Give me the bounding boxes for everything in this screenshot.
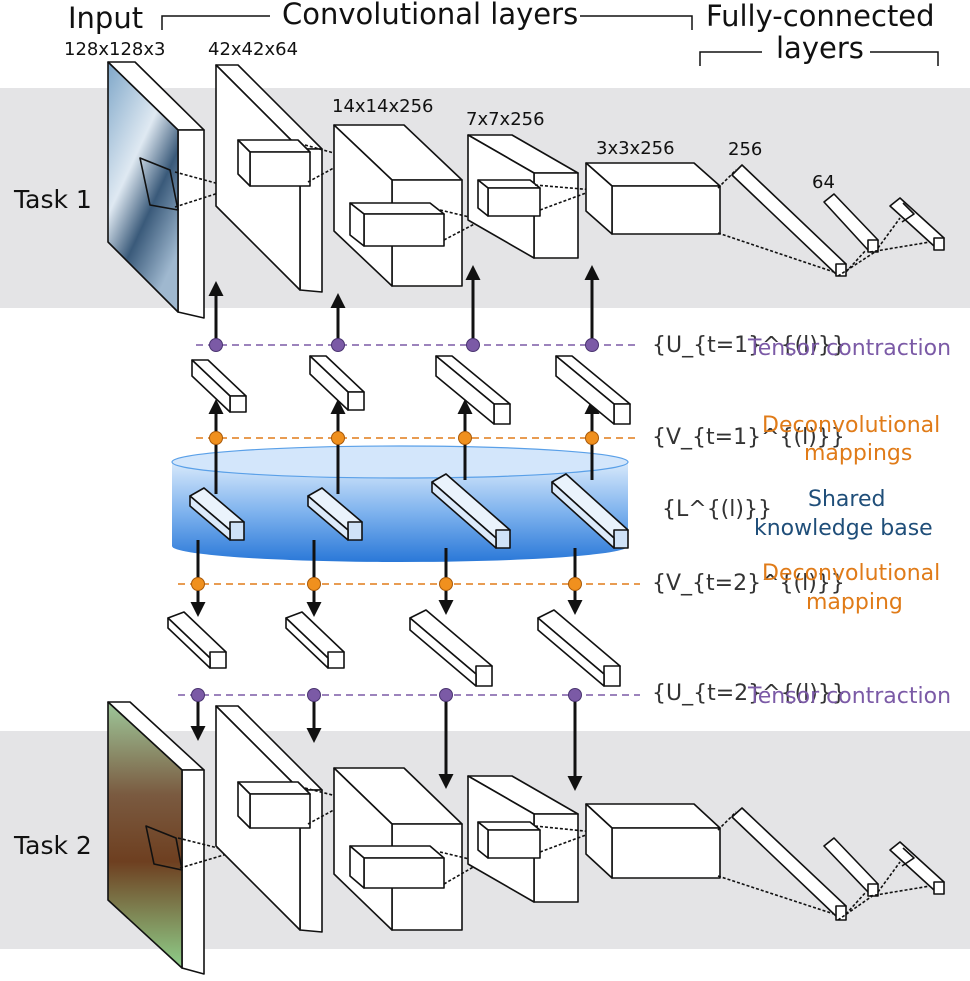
fc-bracket: [699, 51, 939, 66]
text-tensor-contraction-1: Tensor contraction: [747, 336, 951, 361]
text-tensor-contraction-2: Tensor contraction: [747, 684, 951, 709]
u2-tensor-3: [409, 609, 493, 687]
task2-fc2: [823, 837, 879, 897]
label-shared: {L^{(l)}} Shared knowledge base: [662, 487, 933, 541]
u1-tensor-2: [309, 355, 365, 411]
u1-tensor-3: [435, 355, 511, 425]
deconv-nodes-2: [191, 577, 582, 591]
task2-output-mark: [901, 847, 915, 867]
task1-output-mark: [901, 202, 915, 223]
task1-fc1: [731, 164, 847, 277]
task2-input-image: [107, 701, 235, 975]
u1-tensor-1: [191, 359, 247, 413]
label-deconv-2: {V_{t=2}^{(l)}} Deconvolutional mapping: [652, 561, 940, 615]
label-deconv-1: {V_{t=1}^{(l)}} Deconvolutional mappings: [652, 413, 940, 466]
text-shared-line1: Shared: [808, 487, 885, 512]
header-fc-line2: layers: [776, 31, 864, 65]
text-deconv-1-line2: mappings: [804, 441, 912, 466]
text-deconv-2-line2: mapping: [806, 590, 903, 615]
header-conv: Convolutional layers: [282, 0, 578, 31]
text-deconv-1-line1: Deconvolutional: [762, 413, 940, 438]
task2-label: Task 2: [13, 831, 92, 860]
task1-fc2: [823, 193, 879, 253]
task1-conv3: [467, 134, 595, 259]
task1-input-image: [107, 61, 235, 319]
deconv-nodes-1: [209, 431, 599, 445]
task2-network: [107, 701, 945, 975]
task1-conv1: [215, 64, 353, 293]
u2-tensor-2: [285, 611, 345, 669]
dim-conv1: 42x42x64: [208, 39, 298, 60]
dim-input: 128x128x3: [64, 39, 165, 60]
task2-conv3: [467, 775, 595, 903]
task1-conv4: [585, 162, 721, 235]
math-v1: {V_{t=1}^{(l)}}: [652, 425, 845, 450]
dim-fc1: 256: [728, 139, 762, 160]
tensor-nodes-1: [209, 338, 599, 352]
text-deconv-2-line1: Deconvolutional: [762, 561, 940, 586]
task2-fc1: [731, 807, 847, 921]
task2-conv1: [215, 705, 353, 933]
header-input: Input: [68, 1, 143, 35]
l-tensor-1: [189, 487, 245, 541]
label-tensor-contraction-1: {U_{t=1}^{(l)}} Tensor contraction: [652, 333, 951, 361]
l-tensor-4: [551, 473, 629, 549]
task2-conv2: [333, 767, 483, 931]
task1-output: [889, 197, 945, 251]
text-shared-line2: knowledge base: [754, 516, 933, 541]
u2-tensors: [167, 609, 621, 687]
math-u1: {U_{t=1}^{(l)}}: [652, 333, 846, 358]
task2-output: [889, 841, 945, 895]
dim-fc2: 64: [812, 172, 835, 193]
task1-conv2: [333, 124, 483, 287]
math-l: {L^{(l)}}: [662, 497, 772, 522]
u2-tensor-4: [537, 609, 621, 687]
dim-conv4: 3x3x256: [596, 138, 675, 159]
l-tensor-2: [307, 487, 363, 541]
label-tensor-contraction-2: {U_{t=2}^{(l)}} Tensor contraction: [652, 681, 951, 709]
math-u2: {U_{t=2}^{(l)}}: [652, 681, 846, 706]
tensor-nodes-2: [191, 688, 582, 702]
task2-conv4: [585, 803, 721, 879]
header-fc-line1: Fully-connected: [706, 0, 935, 33]
u2-tensor-1: [167, 611, 227, 669]
connections: [190, 265, 600, 791]
dim-conv2: 14x14x256: [332, 96, 433, 117]
dim-conv3: 7x7x256: [466, 109, 545, 130]
task1-label: Task 1: [13, 185, 92, 214]
u1-tensor-4: [555, 355, 631, 425]
conv-bracket: [161, 15, 693, 30]
l-tensors: [189, 473, 629, 549]
u1-tensors: [191, 355, 631, 425]
task1-network: [107, 61, 945, 319]
shared-knowledge-base: [171, 445, 629, 562]
math-v2: {V_{t=2}^{(l)}}: [652, 571, 845, 596]
l-tensor-3: [431, 473, 511, 549]
